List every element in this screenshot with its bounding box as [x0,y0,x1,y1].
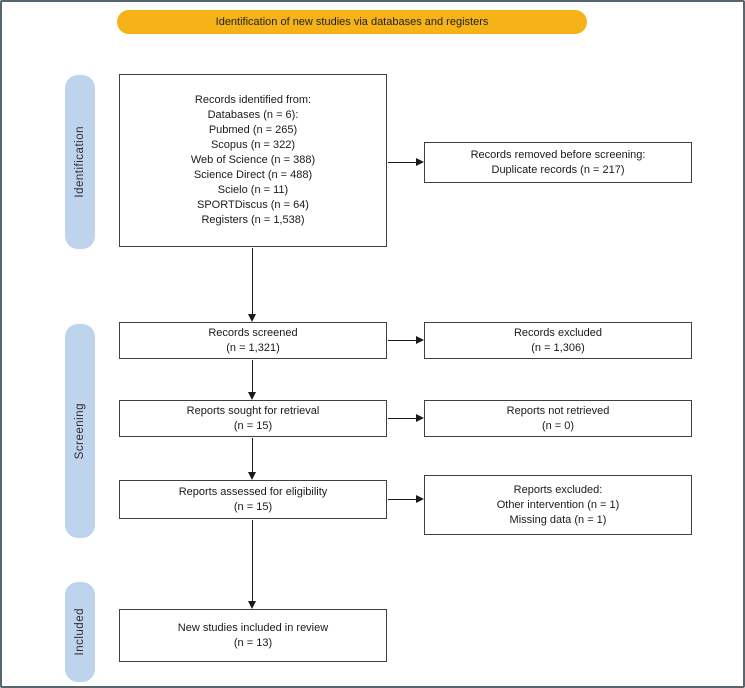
box-line: Reports excluded: [513,483,603,496]
stage-identification: Identification [65,75,95,249]
box-line: Reports assessed for eligibility [178,485,328,498]
box-line: (n = 1,321) [226,341,280,354]
arrow-assessed-to-included [248,520,256,609]
arrow-identified-to-removed [388,158,424,166]
box-line: SPORTDiscus (n = 64) [197,199,309,211]
box-line: Pubmed (n = 265) [208,124,298,136]
box-records-identified: Records identified from: Databases (n = … [119,74,387,247]
box-reports-excluded: Reports excluded: Other intervention (n … [424,475,692,535]
box-line: (n = 0) [541,419,575,432]
box-line: Science Direct (n = 488) [193,169,313,181]
box-line: Reports not retrieved [506,404,610,417]
box-line: Scielo (n = 11) [217,184,289,196]
stage-included: Included [65,582,95,682]
stage-screening: Screening [65,324,95,538]
box-reports-assessed: Reports assessed for eligibility (n = 15… [119,480,387,519]
box-new-studies-included: New studies included in review (n = 13) [119,609,387,662]
box-records-screened: Records screened (n = 1,321) [119,322,387,359]
box-line: New studies included in review [177,621,329,634]
stage-screening-label: Screening [74,402,86,460]
box-line: (n = 13) [233,636,273,649]
box-line: (n = 15) [233,500,273,513]
box-line: (n = 1,306) [531,341,585,354]
box-line: Other intervention (n = 1) [496,498,620,511]
box-line: Records removed before screening: [470,148,646,161]
arrow-identified-to-screened [248,248,256,322]
box-line: Records identified from: [194,94,312,106]
box-reports-sought: Reports sought for retrieval (n = 15) [119,400,387,437]
stage-identification-label: Identification [74,126,86,198]
banner: Identification of new studies via databa… [117,10,587,34]
arrow-screened-to-excluded [388,336,424,344]
box-line: Web of Science (n = 388) [190,154,316,166]
box-records-removed: Records removed before screening: Duplic… [424,142,692,183]
box-line: Duplicate records (n = 217) [491,163,625,176]
box-line: Records screened [208,326,298,339]
box-line: Registers (n = 1,538) [201,214,305,226]
box-line: Records excluded [513,326,603,339]
box-reports-not-retrieved: Reports not retrieved (n = 0) [424,400,692,437]
box-line: Scopus (n = 322) [210,139,296,151]
box-line: Missing data (n = 1) [509,513,607,526]
banner-label: Identification of new studies via databa… [215,16,489,28]
stage-included-label: Included [74,608,86,656]
arrow-screened-to-sought [248,360,256,400]
arrow-sought-to-not-retrieved [388,414,424,422]
box-records-excluded: Records excluded (n = 1,306) [424,322,692,359]
box-line: (n = 15) [233,419,273,432]
arrow-assessed-to-reports-excluded [388,495,424,503]
box-line: Reports sought for retrieval [186,404,320,417]
box-line: Databases (n = 6): [207,109,299,121]
arrow-sought-to-assessed [248,438,256,480]
